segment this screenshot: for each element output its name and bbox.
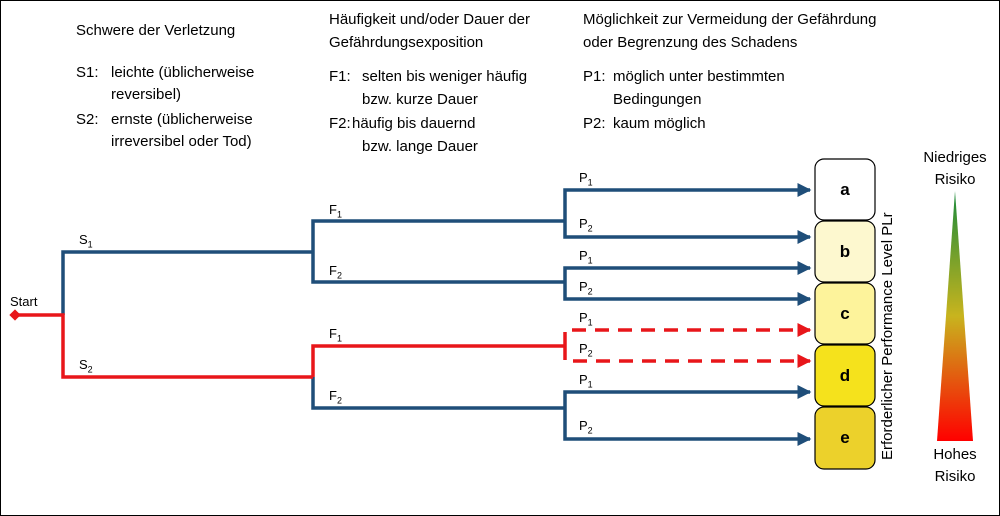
start-label: Start [10, 294, 38, 309]
arrow-s2f2p1-to-d [563, 385, 812, 408]
arrow-s2f1p1-to-c [563, 323, 812, 346]
level-box-c [814, 282, 876, 345]
level-d-label: d [839, 366, 851, 385]
performance-level-axis-label: Erforderlicher Performance Level PLr [879, 212, 896, 460]
branch-label-s2f2-p1: P1 [579, 372, 593, 390]
branch-label-s1-f1: F1 [329, 202, 342, 220]
risk-high-label-1: Hohes [933, 446, 977, 463]
frequency-f1-code: F1: [329, 68, 351, 85]
arrow-s2f2p2-to-e [563, 408, 812, 446]
avoidance-p1-text-1: möglich unter bestimmten [613, 68, 785, 85]
severity-s1-code: S1: [76, 64, 99, 81]
level-box-a [814, 158, 876, 221]
level-box-d [814, 344, 876, 407]
risk-triangle [937, 191, 973, 441]
branch-label-s1f2-p2: P2 [579, 279, 593, 297]
avoidance-title-1: Möglichkeit zur Vermeidung der Gefährdun… [583, 11, 877, 28]
branch-label-s1f1-p1: P1 [579, 170, 593, 188]
path-s1-f2 [311, 252, 565, 284]
arrow-s1f1p2-to-b [563, 221, 812, 244]
branch-label-s2f1-p2: P2 [579, 341, 593, 359]
arrow-s1f2p1-to-b [563, 261, 812, 282]
frequency-title-2: Gefährdungsexposition [329, 34, 484, 51]
branch-label-s1-f2: F2 [329, 263, 342, 281]
level-e-label: e [840, 428, 850, 447]
branch-label-s2f1-p1: P1 [579, 310, 593, 328]
avoidance-p1-code: P1: [583, 68, 606, 85]
path-group-blue [61, 183, 812, 446]
level-box-e [814, 406, 876, 470]
path-group-red [15, 313, 812, 379]
severity-title: Schwere der Verletzung [76, 22, 236, 39]
level-c-label: c [840, 304, 850, 323]
arrow-s2f1p2-to-d [563, 346, 812, 368]
path-start-s2 [15, 313, 313, 379]
risk-low-label-2: Risiko [934, 171, 976, 188]
avoidance-title-2: oder Begrenzung des Schadens [583, 34, 798, 51]
frequency-title-1: Häufigkeit und/oder Dauer der [329, 11, 530, 28]
path-s1-f1 [311, 219, 565, 252]
severity-s2-text-2: irreversibel oder Tod) [111, 133, 252, 150]
level-b-label: b [839, 242, 851, 261]
arrow-s1f2p2-to-c [563, 282, 812, 306]
branch-label-s1f1-p2: P2 [579, 216, 593, 234]
branch-label-s1f2-p1: P1 [579, 248, 593, 266]
branch-label-s2-f1: F1 [329, 326, 342, 344]
frequency-f1-text-2: bzw. kurze Dauer [362, 91, 478, 108]
path-s2-f1 [311, 344, 565, 377]
start-marker [9, 309, 21, 321]
avoidance-p1-text-2: Bedingungen [613, 91, 702, 108]
risk-low-label-1: Niedriges [923, 149, 987, 166]
level-box-b [814, 220, 876, 283]
arrow-to-a [563, 183, 812, 221]
avoidance-p2-code: P2: [583, 115, 606, 132]
frequency-f2-code: F2: [329, 115, 351, 132]
frequency-f2-text-1: häufig bis dauernd [352, 115, 476, 132]
branch-label-s1: S1 [79, 232, 93, 250]
path-s1 [61, 250, 313, 315]
frequency-f1-text-1: selten bis weniger häufig [362, 68, 528, 85]
risk-high-label-2: Risiko [934, 468, 976, 485]
severity-s2-code: S2: [76, 111, 99, 128]
severity-s1-text-1: leichte (üblicherweise [111, 64, 255, 81]
level-a-label: a [840, 180, 850, 199]
branch-label-s2f2-p2: P2 [579, 418, 593, 436]
frequency-f2-text-2: bzw. lange Dauer [362, 138, 478, 155]
severity-s2-text-1: ernste (üblicherweise [111, 111, 253, 128]
avoidance-p2-text-1: kaum möglich [613, 115, 706, 132]
branch-label-s2: S2 [79, 357, 93, 375]
severity-s1-text-2: reversibel) [111, 86, 182, 103]
path-s2-f2 [311, 377, 565, 410]
branch-label-s2-f2: F2 [329, 388, 342, 406]
